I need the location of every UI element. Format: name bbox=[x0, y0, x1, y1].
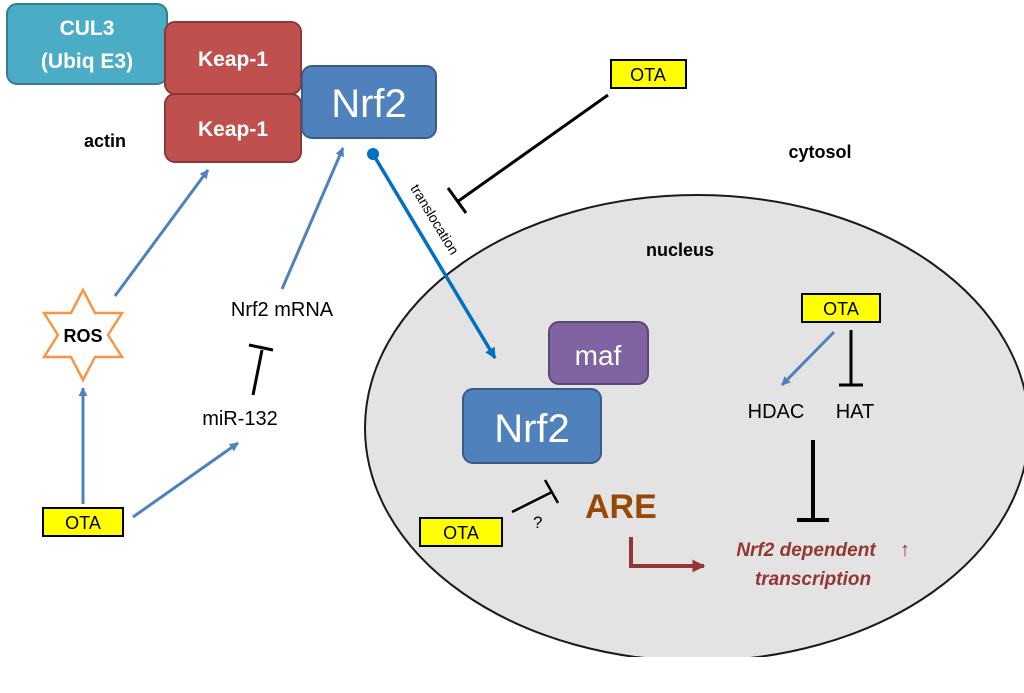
transcription-label-line1: Nrf2 dependent bbox=[736, 540, 876, 561]
maf-label: maf bbox=[575, 340, 622, 371]
ota-badge-nucleus-left-label: OTA bbox=[443, 523, 479, 543]
hat-label: HAT bbox=[836, 401, 875, 423]
ota-badge-nucleus-right bbox=[801, 293, 881, 323]
ota-badge-nucleus-right-label: OTA bbox=[823, 299, 859, 319]
translocation-label: translocation bbox=[407, 181, 462, 257]
cul3-label: CUL3 bbox=[60, 17, 115, 40]
ota-badge-top bbox=[610, 59, 687, 89]
ros-label: ROS bbox=[63, 326, 102, 346]
maf-box bbox=[548, 321, 649, 385]
ota-badge-bottom-left bbox=[42, 507, 124, 537]
ota-badge-top-label: OTA bbox=[630, 65, 666, 85]
nucleus-clip-band bbox=[0, 657, 1024, 693]
cytosol-label: cytosol bbox=[788, 142, 851, 162]
are-to-transcription-arrow bbox=[629, 537, 706, 573]
mir132-label: miR-132 bbox=[202, 408, 278, 430]
transcription-up-arrow: ↑ bbox=[900, 539, 910, 561]
actin-label: actin bbox=[84, 131, 126, 151]
question-mark: ? bbox=[533, 513, 542, 532]
ota-to-hdac-arrow bbox=[780, 330, 836, 387]
hdac-label: HDAC bbox=[748, 401, 805, 423]
ota-to-mir132-arrow bbox=[132, 441, 239, 519]
ota-inhibition-bar-top bbox=[446, 187, 468, 214]
ota-nrf2-inhibition-bar bbox=[543, 479, 560, 504]
nrf2-nucleus-box bbox=[462, 388, 602, 464]
are-label: ARE bbox=[585, 488, 657, 526]
mir132-inhibition-bar bbox=[248, 343, 274, 352]
ros-to-keap1-arrow bbox=[113, 169, 210, 297]
ota-badge-bottom-left-label: OTA bbox=[65, 513, 101, 533]
nrf2-cytosol-label: Nrf2 bbox=[331, 82, 407, 126]
nrf2-nucleus-label: Nrf2 bbox=[494, 407, 570, 451]
translocation-arrow bbox=[371, 153, 497, 359]
ota-nrf2-inhibition-line bbox=[511, 490, 553, 514]
keap1-top-label: Keap-1 bbox=[198, 48, 268, 71]
keap1-bottom-label: Keap-1 bbox=[198, 118, 268, 141]
ota-badge-nucleus-left bbox=[419, 517, 503, 547]
transcription-label-line2: transcription bbox=[755, 569, 871, 590]
nrf2-cytosol-box bbox=[301, 65, 437, 139]
nrf2-mrna-label: Nrf2 mRNA bbox=[231, 299, 334, 321]
ota-inhibition-line-top bbox=[456, 93, 609, 204]
ros-star bbox=[41, 287, 125, 383]
cul3-sublabel: (Ubiq E3) bbox=[41, 50, 133, 73]
mrna-to-nrf2-arrow bbox=[280, 147, 345, 290]
nucleus-label: nucleus bbox=[646, 240, 714, 260]
mir132-inhibition-line bbox=[251, 349, 264, 396]
